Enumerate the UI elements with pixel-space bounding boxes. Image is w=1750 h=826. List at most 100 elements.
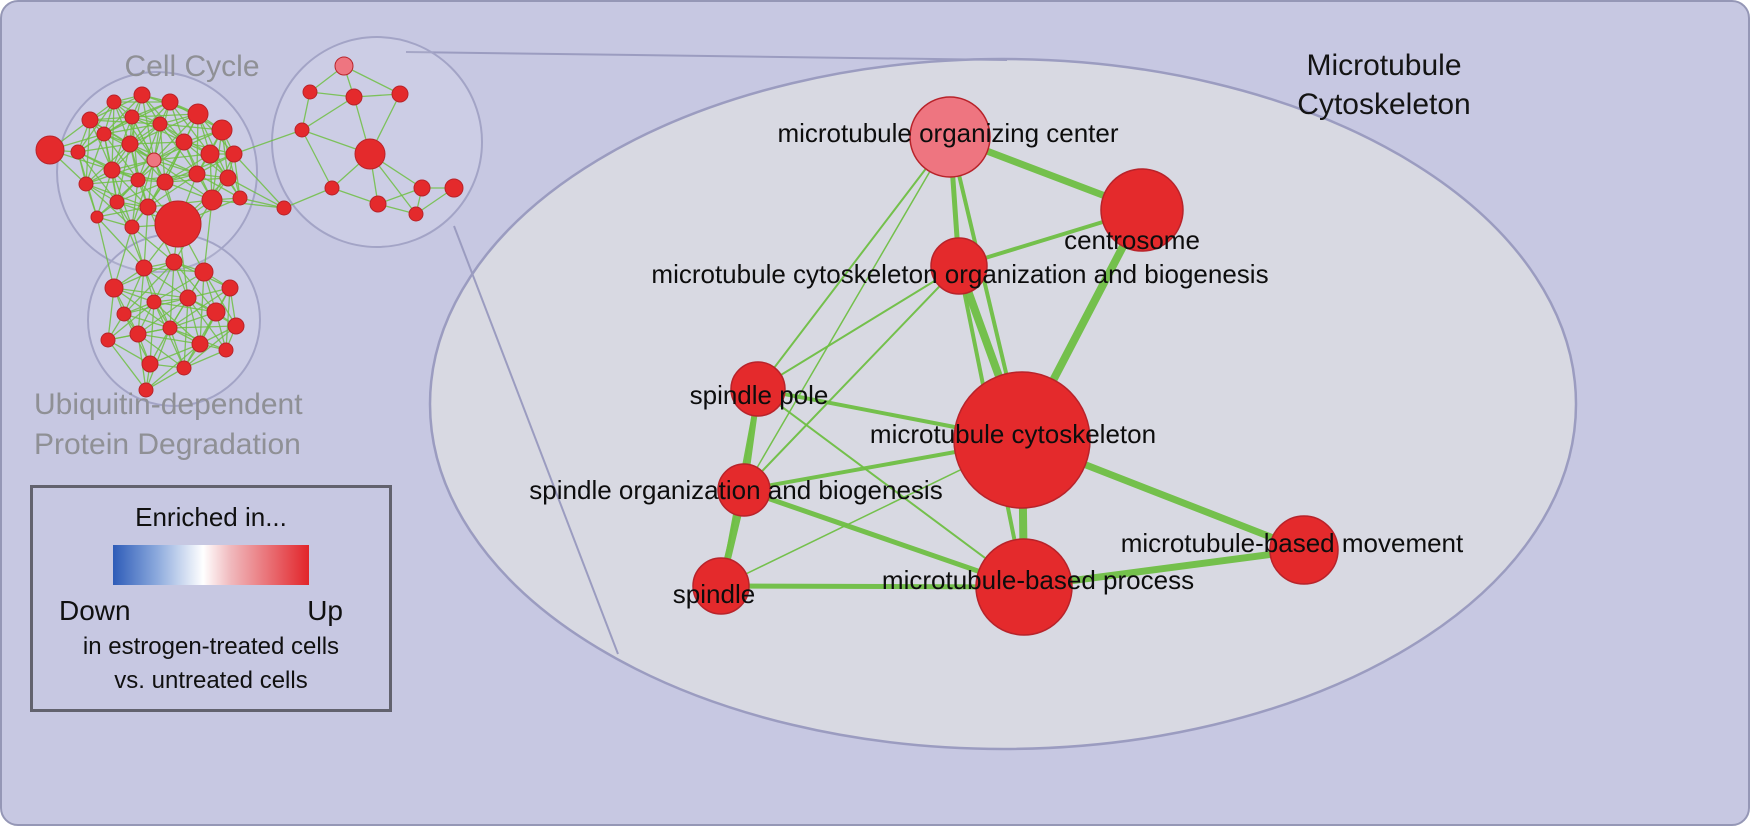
- mini-edge: [203, 271, 237, 327]
- mini-node: [225, 145, 243, 163]
- mini-edge: [103, 123, 161, 135]
- node-label-spindle: spindle: [673, 579, 755, 609]
- mini-node: [81, 111, 99, 129]
- node-label-microtubule-organizing-center: microtubule organizing center: [777, 118, 1118, 148]
- mini-edge: [77, 143, 131, 153]
- zoom-connector-line: [405, 51, 1008, 61]
- mini-node: [146, 294, 162, 310]
- cluster-label-cell-cycle: Cell Cycle: [124, 50, 260, 83]
- mini-edge: [183, 325, 237, 369]
- mini-node: [227, 317, 245, 335]
- mini-node: [141, 355, 159, 373]
- node-label-microtubule-cytoskeleton: microtubule cytoskeleton: [870, 419, 1156, 449]
- mini-node: [121, 135, 139, 153]
- mini-node: [211, 119, 233, 141]
- mini-node: [413, 179, 431, 197]
- node-label-centrosome: centrosome: [1064, 225, 1200, 255]
- mini-edge: [233, 153, 285, 209]
- mini-node: [354, 138, 386, 170]
- legend-box: Enriched in... Down Up in estrogen-treat…: [30, 485, 392, 712]
- mini-edge: [211, 199, 285, 209]
- mini-node: [408, 206, 424, 222]
- mini-edge: [131, 179, 139, 228]
- mini-node: [103, 161, 121, 179]
- node-microtubule-based-movement: [1269, 515, 1339, 585]
- mini-node: [334, 56, 354, 76]
- mini-edge: [143, 267, 189, 299]
- edge-spindle-pole--microtubule-based-process: [757, 388, 1025, 588]
- mini-node: [161, 93, 179, 111]
- legend-up-label: Up: [307, 595, 343, 626]
- mini-node: [146, 152, 162, 168]
- node-label-spindle-pole: spindle pole: [690, 380, 829, 410]
- mini-edge: [85, 179, 139, 185]
- edge-spindle--microtubule-based-process: [718, 583, 1027, 590]
- mini-edge: [233, 129, 303, 155]
- mini-edge: [137, 333, 201, 345]
- mini-edge: [199, 271, 205, 345]
- node-label-microtubule-based-movement: microtubule-based movement: [1121, 528, 1464, 558]
- mini-node: [109, 194, 125, 210]
- mini-node: [100, 332, 116, 348]
- mini-edge: [116, 201, 145, 269]
- mini-edge: [123, 313, 171, 329]
- mini-edge: [225, 287, 231, 351]
- mini-edge: [153, 271, 205, 303]
- mini-edge: [77, 101, 115, 153]
- mini-node: [156, 173, 174, 191]
- mini-node: [154, 200, 202, 248]
- mini-node: [188, 165, 206, 183]
- mini-node: [391, 85, 409, 103]
- mini-edge: [107, 339, 147, 391]
- mini-edge: [143, 206, 149, 269]
- mini-edge: [96, 216, 145, 269]
- legend-down-label: Down: [59, 595, 131, 626]
- mini-node: [130, 172, 146, 188]
- mini-node: [135, 259, 153, 277]
- mini-edge: [149, 343, 201, 365]
- mini-node: [179, 289, 197, 307]
- mini-node: [124, 219, 140, 235]
- edge-microtubule-cytoskeleton-organization-and-biogenesis--spindle-organization-and-biogenesis: [743, 265, 960, 491]
- mini-node: [345, 88, 363, 106]
- legend-title: Enriched in...: [135, 502, 287, 532]
- mini-node: [90, 210, 104, 224]
- mini-node: [187, 103, 209, 125]
- mini-edge: [131, 113, 199, 118]
- mini-edge: [113, 226, 133, 289]
- mini-node: [221, 279, 239, 297]
- node-label-microtubule-based-process: microtubule-based process: [882, 565, 1194, 595]
- mini-node: [78, 176, 94, 192]
- mini-node: [165, 253, 183, 271]
- mini-edge: [85, 133, 105, 185]
- mini-edge: [149, 301, 155, 365]
- mini-edge: [129, 101, 171, 145]
- mini-edge: [116, 181, 166, 203]
- mini-edge: [301, 96, 355, 131]
- node-spindle-organization-and-biogenesis: [717, 463, 771, 517]
- mini-edge: [301, 129, 333, 189]
- mini-edge: [203, 199, 213, 273]
- mini-edge: [153, 301, 217, 313]
- mini-node: [116, 306, 132, 322]
- mini-edge: [111, 101, 115, 171]
- mini-node: [162, 320, 178, 336]
- mini-edge: [123, 261, 175, 315]
- mini-node: [206, 302, 226, 322]
- mini-edge: [169, 101, 211, 155]
- mini-node: [232, 190, 248, 206]
- mini-edge: [96, 216, 115, 289]
- mini-edge: [153, 113, 199, 161]
- mini-edge: [85, 119, 91, 185]
- mini-node: [302, 84, 318, 100]
- mini-node: [124, 109, 140, 125]
- mini-node: [175, 133, 193, 151]
- mini-node: [96, 126, 112, 142]
- mini-edge: [103, 94, 143, 135]
- edge-microtubule-cytoskeleton-organization-and-biogenesis--spindle-pole: [757, 265, 960, 390]
- node-spindle: [692, 557, 750, 615]
- mini-edge: [159, 123, 166, 183]
- mini-edge: [137, 267, 145, 335]
